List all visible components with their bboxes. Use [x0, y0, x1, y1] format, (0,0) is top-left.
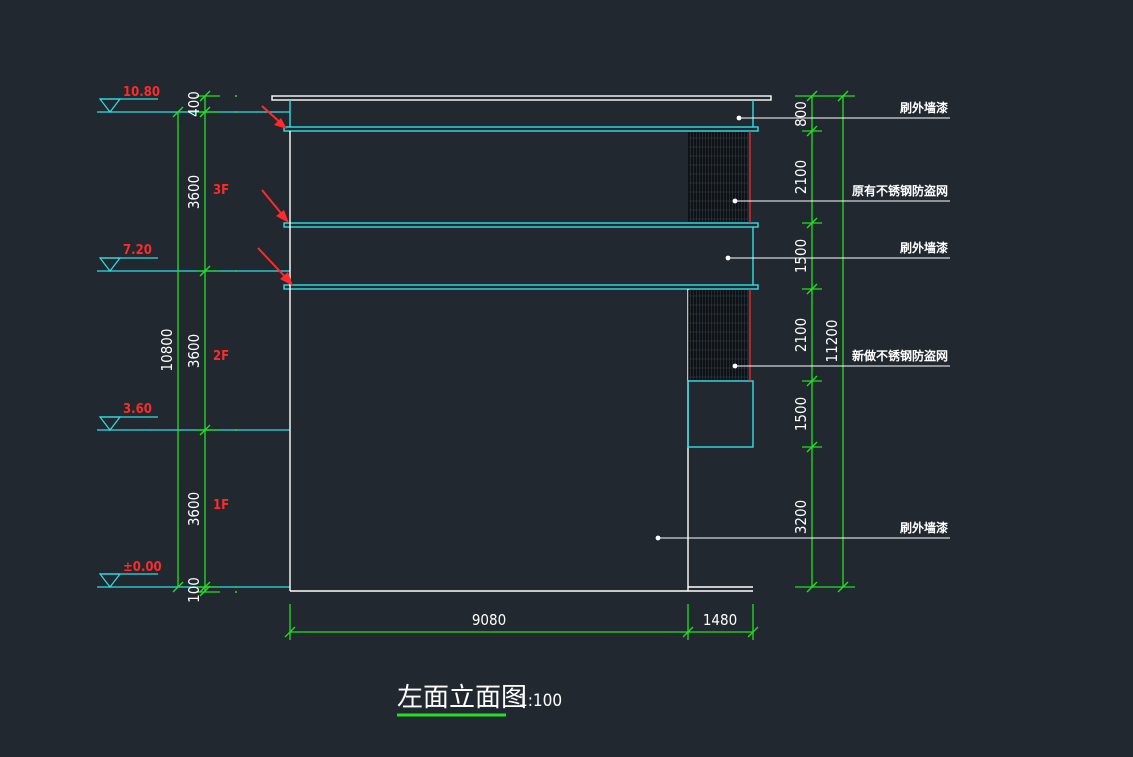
level-label: 3.60 — [123, 402, 152, 417]
right-dimension-1500-top: 1500 — [792, 239, 810, 273]
level-label: ±0.00 — [123, 560, 162, 575]
right-dimension-800: 800 — [792, 101, 810, 127]
left-dimension-lines — [172, 90, 237, 597]
right-dimension-1500-bottom: 1500 — [792, 397, 810, 431]
left-dimension-1f: 3600 — [185, 492, 203, 526]
red-arrow-icon — [257, 247, 293, 286]
drawing-scale: 1:100 — [518, 691, 562, 711]
note-existing-grille: 原有不锈钢防盗网 — [852, 183, 948, 198]
level-marker-icon — [97, 257, 290, 272]
left-dimension-2f: 3600 — [185, 334, 203, 368]
grille-hatch-icon — [688, 132, 748, 222]
level-label: 10.80 — [123, 85, 160, 100]
level-label: 7.20 — [123, 243, 152, 258]
floor-label-3f: 3F — [213, 183, 229, 198]
leader-lines — [655, 115, 950, 541]
grille-hatch-icon — [688, 290, 748, 380]
red-arrow-icon — [261, 189, 289, 223]
bottom-dimension-1480: 1480 — [703, 611, 737, 629]
left-dimension-3f: 3600 — [185, 175, 203, 209]
level-markers: 10.80 7.20 3.60 ±0.00 — [97, 85, 290, 588]
left-total-dimension: 10800 — [158, 329, 176, 372]
right-dimension-2100-top: 2100 — [792, 160, 810, 194]
level-marker-icon — [97, 98, 290, 113]
floor-label-2f: 2F — [213, 349, 229, 364]
note-new-grille: 新做不锈钢防盗网 — [852, 348, 948, 363]
floor-label-1f: 1F — [213, 498, 229, 513]
level-marker-icon — [97, 573, 290, 588]
bottom-dimension-9080: 9080 — [472, 611, 506, 629]
note-paint-middle: 刷外墙漆 — [900, 240, 948, 255]
red-arrow-icon — [261, 105, 287, 129]
right-total-dimension: 11200 — [823, 320, 841, 363]
note-paint-bottom: 刷外墙漆 — [900, 520, 948, 535]
building-elevation — [271, 95, 772, 592]
drawing-title: 左面立面图 — [397, 683, 527, 713]
bottom-dimension-lines — [284, 604, 759, 640]
right-dimension-lines — [795, 90, 855, 593]
right-dimension-2100-bottom: 2100 — [792, 318, 810, 352]
right-dimension-3200: 3200 — [792, 500, 810, 534]
left-dimension-100: 100 — [185, 577, 203, 603]
note-paint-top: 刷外墙漆 — [900, 100, 948, 115]
level-marker-icon — [97, 416, 290, 431]
left-dimension-400: 400 — [185, 91, 203, 117]
